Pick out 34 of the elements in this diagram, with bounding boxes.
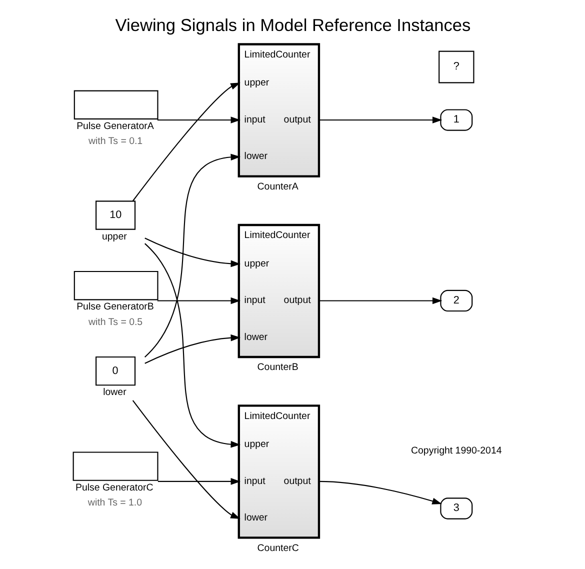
node-label: with Ts = 1.0 bbox=[87, 497, 142, 508]
node-box bbox=[73, 270, 158, 300]
node-box bbox=[73, 90, 158, 120]
node-label: Pulse GeneratorB bbox=[76, 302, 154, 313]
node-label: lower bbox=[102, 387, 126, 398]
arrow bbox=[132, 400, 240, 519]
diagram-title: Viewing Signals in Model Reference Instances bbox=[114, 15, 470, 36]
node-box: 2 bbox=[440, 290, 472, 312]
node-box: ? bbox=[438, 50, 474, 84]
node-label: CounterC bbox=[256, 542, 298, 554]
node-label: with Ts = 0.5 bbox=[88, 316, 142, 328]
arrow bbox=[132, 82, 240, 202]
arrow bbox=[156, 297, 240, 304]
arrow bbox=[144, 238, 240, 268]
node-box: 0 bbox=[95, 356, 136, 386]
node-box: 1 bbox=[440, 109, 472, 131]
arrow bbox=[157, 478, 240, 485]
node-label: CounterB bbox=[256, 362, 298, 374]
arrow bbox=[318, 480, 442, 504]
node-box: 10 bbox=[95, 200, 136, 230]
caption: Copyright 1990-2014 bbox=[410, 446, 502, 457]
arrow bbox=[144, 154, 240, 358]
node-label: Pulse GeneratorC bbox=[74, 482, 153, 494]
node-label: CounterA bbox=[256, 181, 298, 192]
node-box bbox=[72, 452, 158, 481]
arrow bbox=[318, 297, 442, 304]
node-label: upper bbox=[102, 231, 126, 242]
arrow bbox=[144, 243, 240, 448]
node-box: 3 bbox=[440, 498, 472, 520]
arrow bbox=[318, 116, 442, 124]
node-label: with Ts = 0.1 bbox=[88, 136, 142, 148]
arrow bbox=[156, 116, 240, 124]
arrow bbox=[144, 334, 240, 364]
node-label: Pulse GeneratorA bbox=[76, 120, 154, 132]
